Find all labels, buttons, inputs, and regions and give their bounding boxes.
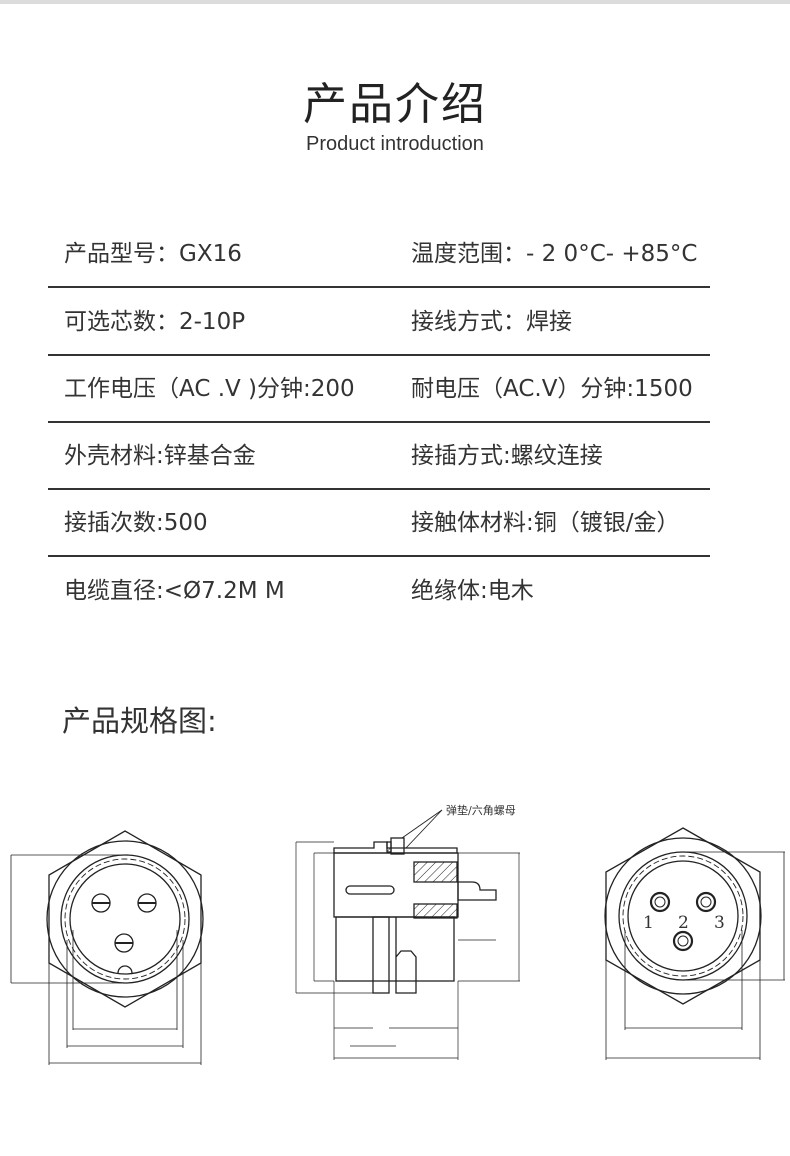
washer-nut-label: 弹垫/六角螺母 bbox=[446, 803, 516, 817]
spec-row: 接插次数:500 接触体材料:铜（镀银/金） bbox=[48, 487, 710, 557]
spec-model: 产品型号：GX16 bbox=[64, 241, 242, 267]
spec-row: 产品型号：GX16 温度范围：- 2 0°C- +85°C bbox=[48, 218, 710, 288]
pin-icon bbox=[649, 891, 671, 913]
spec-row: 工作电压（AC .V )分钟:200 耐电压（AC.V）分钟:1500 bbox=[48, 353, 710, 423]
spec-contact-material: 接触体材料:铜（镀银/金） bbox=[411, 510, 680, 536]
spec-insulator: 绝缘体:电木 bbox=[411, 578, 534, 604]
spec-connection-method: 接插方式:螺纹连接 bbox=[411, 443, 603, 469]
spec-row: 外壳材料:锌基合金 接插方式:螺纹连接 bbox=[48, 420, 710, 490]
spec-temperature: 温度范围：- 2 0°C- +85°C bbox=[411, 241, 698, 267]
spec-cable-diameter: 电缆直径:<Ø7.2M M bbox=[64, 578, 285, 604]
pin-icon bbox=[114, 933, 134, 953]
pin-label-2: 2 bbox=[678, 913, 689, 933]
spec-pins: 可选芯数：2-10P bbox=[64, 309, 246, 335]
spec-withstand-voltage: 耐电压（AC.V）分钟:1500 bbox=[411, 376, 693, 402]
top-stripe bbox=[0, 0, 790, 4]
section-title-specs-drawing: 产品规格图: bbox=[62, 704, 217, 738]
pin-icon bbox=[672, 930, 694, 952]
spec-row: 可选芯数：2-10P 接线方式：焊接 bbox=[48, 286, 710, 356]
spec-shell-material: 外壳材料:锌基合金 bbox=[64, 443, 256, 469]
pin-label-3: 3 bbox=[714, 913, 725, 933]
spec-wiring: 接线方式：焊接 bbox=[411, 309, 572, 335]
side-view-drawing: 弹垫/六角螺母 bbox=[295, 803, 520, 1060]
rear-view-drawing: 1 2 3 bbox=[604, 827, 785, 1060]
spec-working-voltage: 工作电压（AC .V )分钟:200 bbox=[64, 376, 355, 402]
pin-label-1: 1 bbox=[643, 913, 654, 933]
front-view-drawing bbox=[10, 830, 204, 1065]
page-title: 产品介绍 bbox=[303, 79, 487, 130]
spec-row: 电缆直径:<Ø7.2M M 绝缘体:电木 bbox=[48, 555, 710, 623]
pin-icon bbox=[137, 893, 157, 913]
pin-icon bbox=[695, 891, 717, 913]
spec-mating-cycles: 接插次数:500 bbox=[64, 510, 208, 536]
pin-icon bbox=[91, 893, 111, 913]
page-subtitle: Product introduction bbox=[306, 133, 484, 155]
